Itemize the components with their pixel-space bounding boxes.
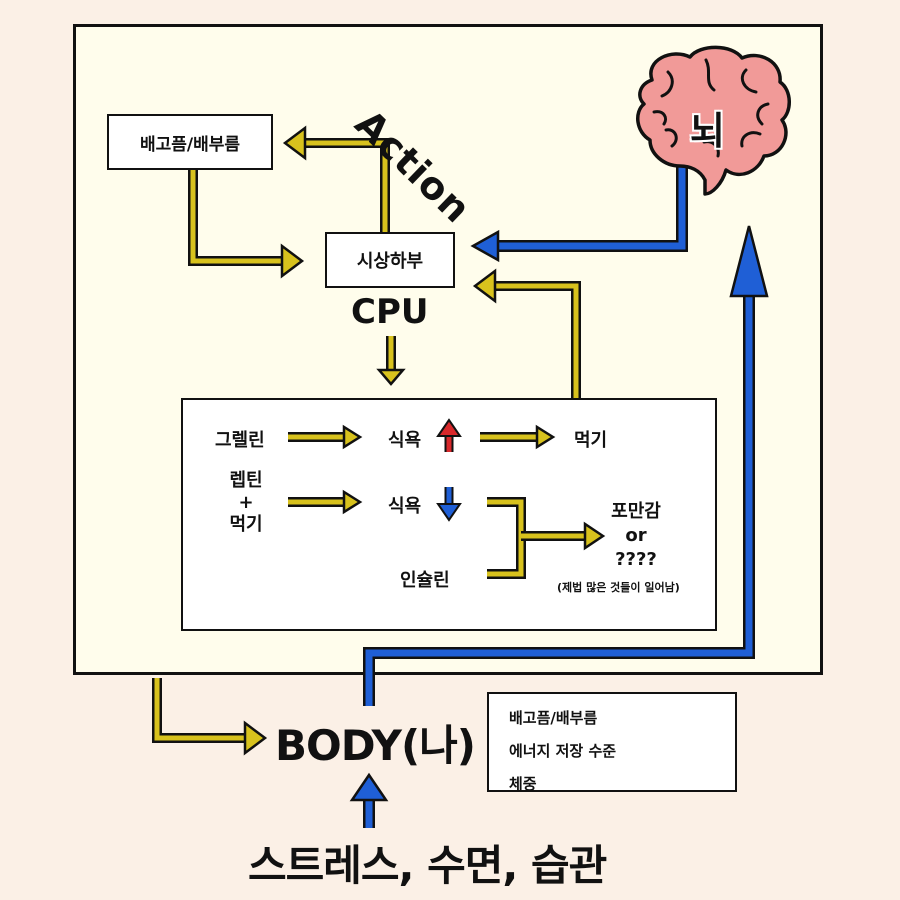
leptin-group: 렙틴 + 먹기	[218, 470, 274, 536]
leptin-label: 렙틴	[229, 470, 263, 491]
factors-label: 스트레스, 수면, 습관	[248, 841, 607, 890]
body-info-weight: 체중	[509, 775, 537, 793]
arrow-factors-to-body	[349, 772, 389, 828]
hunger-fullness-box-label: 배고픔/배부름	[139, 134, 241, 155]
red-up-arrow-icon	[436, 418, 462, 452]
arrow-merge-to-satiety	[487, 497, 606, 579]
brain-label: 뇌	[690, 109, 725, 153]
satiety-note: (제법 많은 것들이 일어남)	[557, 581, 680, 594]
blue-down-arrow-icon	[436, 487, 462, 522]
hypothalamus-box: 시상하부	[325, 232, 455, 288]
body-info-energy: 에너지 저장 수준	[509, 742, 617, 760]
brain-icon	[636, 45, 791, 196]
arrow-leptin-to-appetite	[288, 489, 363, 515]
arrow-frame-to-body	[152, 678, 268, 756]
leptin-plus: +	[238, 492, 254, 513]
body-label: BODY(나)	[275, 721, 476, 770]
appetite-up-label: 식욕	[388, 430, 422, 451]
arrow-hunger-box-to-hypothalamus	[188, 170, 305, 279]
hunger-fullness-box: 배고픔/배부름	[107, 114, 273, 170]
eat-label: 먹기	[574, 430, 608, 451]
arrow-action-to-hunger-box	[282, 125, 390, 232]
leptin-eat-label: 먹기	[229, 514, 263, 535]
arrow-cpu-to-hormone-box	[376, 336, 406, 386]
arrow-appetite-to-eat	[480, 424, 556, 450]
arrow-body-to-brain	[363, 225, 769, 706]
insulin-label: 인슐린	[400, 570, 450, 591]
body-info-hunger: 배고픔/배부름	[509, 709, 598, 727]
arrow-ghrelin-to-appetite	[288, 424, 363, 450]
arrow-hormone-box-to-hypothalamus	[472, 268, 581, 398]
hypothalamus-label: 시상하부	[356, 251, 424, 272]
arrow-brain-to-hypothalamus	[470, 160, 688, 263]
appetite-down-label: 식욕	[388, 496, 422, 517]
satiety-label: 포만감	[611, 501, 661, 522]
body-info-box: 배고픔/배부름 에너지 저장 수준 체중	[487, 692, 737, 793]
satiety-or: or	[625, 525, 647, 546]
satiety-group: 포만감 or ????	[606, 500, 666, 572]
cpu-label: CPU	[351, 292, 429, 332]
satiety-unknown: ????	[615, 549, 657, 570]
ghrelin-label: 그렐린	[215, 430, 265, 451]
